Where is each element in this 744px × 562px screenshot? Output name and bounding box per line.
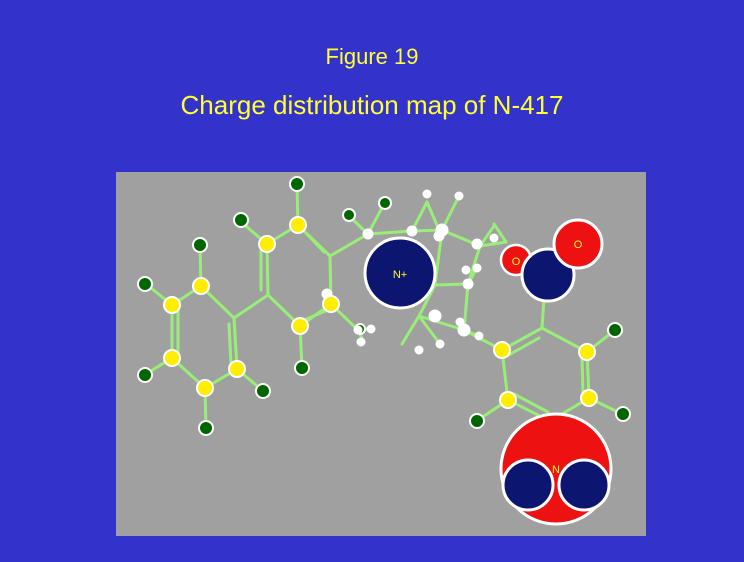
bond [366, 202, 386, 236]
white-atom [455, 317, 465, 327]
oxygen-large-atom [552, 218, 604, 270]
green-atom [607, 322, 623, 338]
yellow-atoms [163, 216, 598, 409]
bond-double [302, 308, 330, 322]
yellow-atom [163, 296, 181, 314]
bond [328, 232, 370, 258]
yellow-atom [192, 277, 210, 295]
yellow-atom [578, 343, 596, 361]
green-atom [469, 413, 485, 429]
figure-title: Charge distribution map of N-417 [180, 90, 564, 120]
green-atom [294, 360, 310, 376]
white-atom [472, 263, 482, 273]
white-atom [353, 325, 363, 335]
yellow-atom [499, 391, 517, 409]
yellow-atom [493, 341, 511, 359]
white-atom [461, 265, 471, 275]
oxygen-large-label: O [574, 239, 583, 251]
bond [417, 314, 442, 346]
green-atom [615, 406, 631, 422]
green-atom [342, 208, 356, 222]
nitro-oxygen-left-atom [501, 458, 555, 512]
green-atom [137, 367, 153, 383]
green-atom [289, 176, 305, 192]
bond [462, 282, 470, 332]
white-atom [356, 337, 366, 347]
nitro-oxygen-right-atom [557, 458, 611, 512]
bond-double [227, 322, 233, 366]
charge-map-panel: N+ O O N [116, 172, 646, 536]
white-atom [462, 278, 474, 290]
yellow-atom [196, 379, 214, 397]
white-atom [366, 324, 376, 334]
yellow-atom [258, 235, 276, 253]
green-atom [137, 276, 153, 292]
yellow-atom [289, 216, 307, 234]
bond [478, 240, 508, 248]
white-atom [435, 339, 445, 349]
white-atom [474, 331, 484, 341]
green-atom [255, 383, 271, 399]
nitro-group: N [499, 412, 613, 526]
yellow-atom [291, 317, 309, 335]
central-nitrogen-atom: N+ [363, 236, 437, 310]
white-atom [406, 225, 418, 237]
bond [232, 293, 270, 320]
white-atom [428, 309, 442, 323]
yellow-atom [580, 389, 598, 407]
bond-double [512, 392, 550, 414]
figure-number: Figure 19 [325, 44, 419, 69]
oxygen-small-label: O [512, 256, 521, 268]
bond [425, 200, 441, 232]
nitro-nitrogen-label: N [552, 464, 560, 476]
white-atom [471, 238, 483, 250]
white-atom [414, 345, 424, 355]
bond [366, 229, 414, 236]
white-atom [454, 191, 464, 201]
bond [417, 283, 437, 318]
bond [433, 282, 470, 287]
yellow-atom [228, 360, 246, 378]
white-atom [362, 228, 374, 240]
white-atom [489, 233, 499, 243]
white-atom [422, 189, 432, 199]
bond [400, 314, 421, 346]
central-nitrogen-label: N+ [393, 269, 407, 281]
bond-double [580, 356, 585, 394]
yellow-atom [163, 349, 181, 367]
bond [417, 314, 466, 332]
bond-double [505, 336, 541, 358]
green-atom [198, 420, 214, 436]
yellow-atom [322, 295, 340, 313]
bond [492, 222, 508, 244]
green-atom [192, 237, 208, 253]
white-atom [433, 230, 445, 242]
green-atom [378, 196, 392, 210]
white-atoms [321, 189, 499, 355]
nitroso-group: O O [499, 218, 604, 303]
green-atoms [137, 176, 631, 436]
green-atom [233, 212, 249, 228]
bond-double [302, 229, 326, 254]
